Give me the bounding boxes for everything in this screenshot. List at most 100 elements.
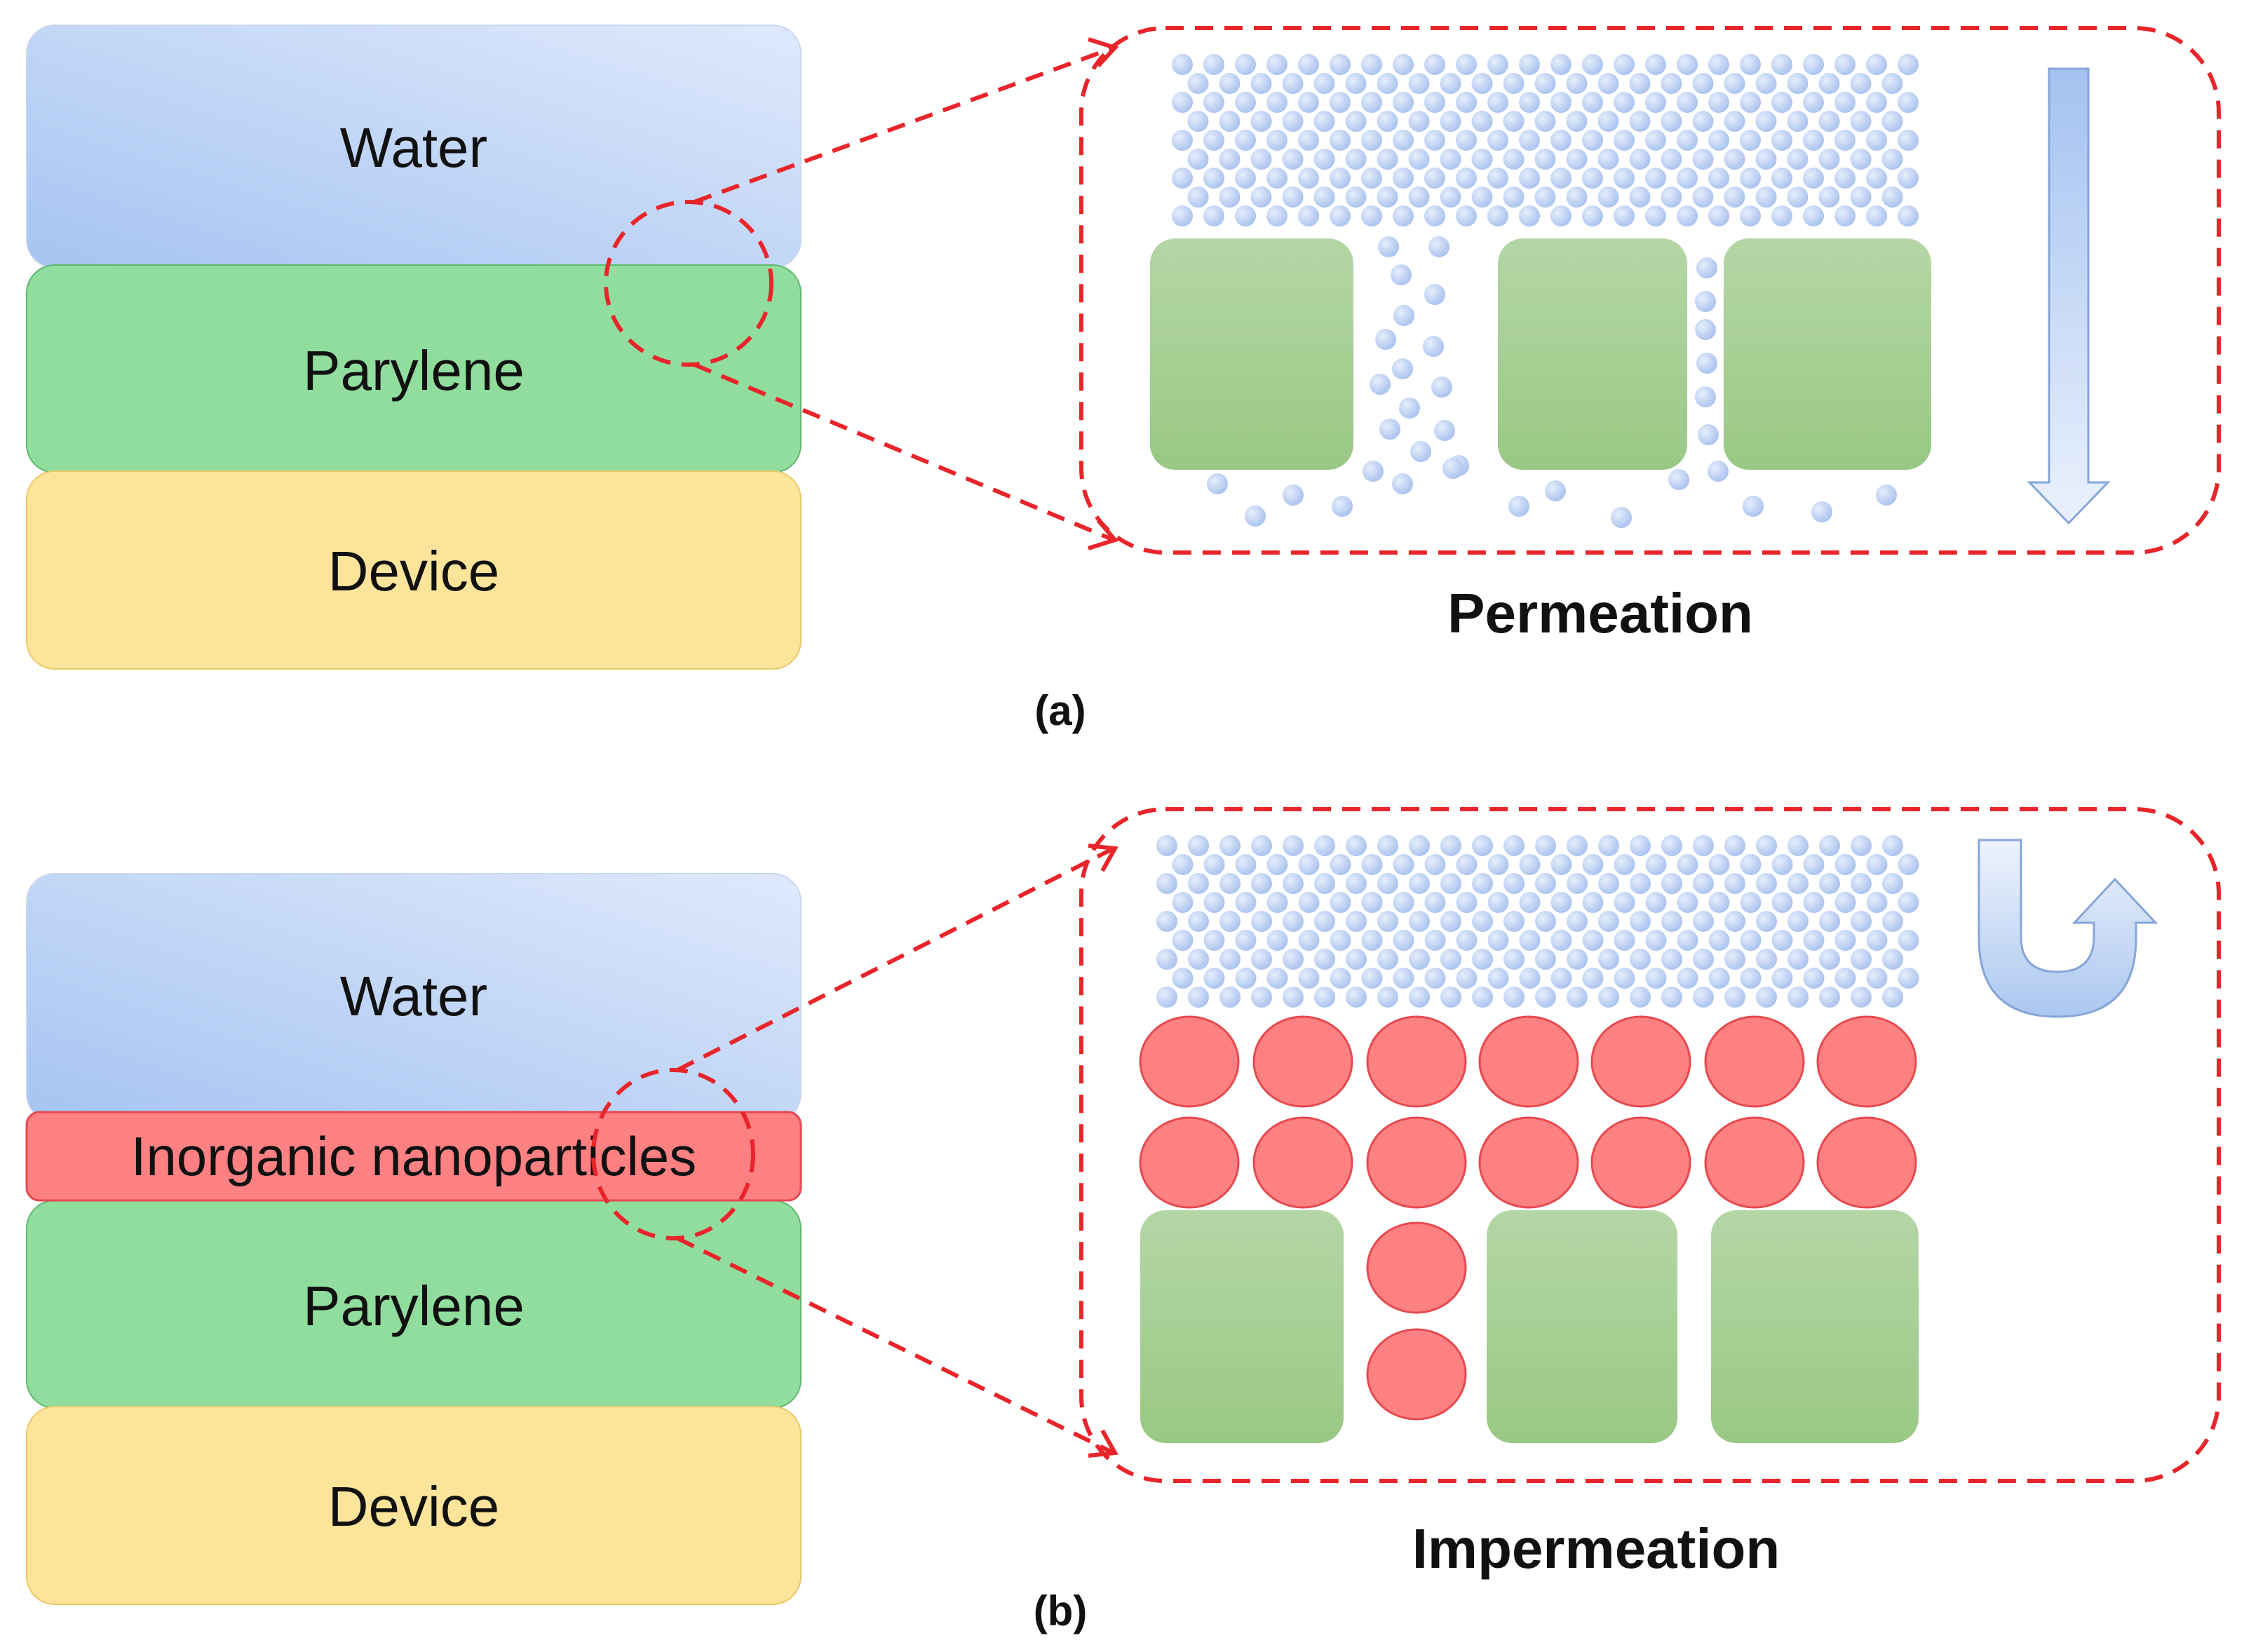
water-molecule — [1330, 92, 1351, 113]
water-molecule — [1410, 441, 1431, 462]
water-molecule — [1818, 149, 1840, 170]
water-molecule — [1708, 54, 1729, 75]
water-molecule — [1661, 73, 1682, 94]
water-molecule — [1456, 130, 1477, 151]
water-molecule — [1313, 187, 1335, 208]
water-molecule — [1377, 911, 1398, 932]
water-molecule — [1645, 130, 1666, 151]
water-molecule — [1787, 987, 1809, 1008]
water-molecule — [1235, 54, 1256, 75]
water-molecule — [1645, 54, 1666, 75]
water-molecule — [1503, 73, 1525, 94]
water-molecule — [1409, 911, 1430, 932]
water-molecule — [1771, 92, 1792, 113]
callout-line-bottom-b — [676, 1236, 1115, 1455]
water-molecule — [1834, 930, 1856, 951]
water-molecule — [1330, 930, 1351, 951]
water-molecule — [1696, 353, 1717, 374]
water-molecule — [1724, 149, 1745, 170]
water-molecule — [1361, 92, 1382, 113]
water-molecule — [1582, 968, 1604, 989]
water-molecule — [1487, 92, 1508, 113]
water-molecule — [1330, 130, 1351, 151]
water-molecule — [1756, 949, 1777, 970]
water-molecule — [1834, 54, 1856, 75]
water-molecule — [1582, 892, 1604, 913]
water-molecule — [1692, 111, 1714, 132]
water-molecule — [1440, 873, 1461, 894]
water-molecule — [1755, 73, 1777, 94]
water-molecule — [1661, 111, 1682, 132]
water-molecule — [1834, 205, 1856, 226]
water-molecule — [1187, 111, 1209, 132]
water-molecule — [1399, 398, 1420, 419]
water-molecule — [1487, 930, 1509, 951]
water-molecule — [1377, 73, 1398, 94]
water-molecule — [1582, 54, 1603, 75]
water-molecule — [1298, 54, 1319, 75]
callout-arrowhead-top-b — [1088, 844, 1118, 872]
water-molecule — [1630, 911, 1651, 932]
water-molecule — [1156, 873, 1177, 894]
water-molecule — [1693, 873, 1714, 894]
water-molecule — [1519, 205, 1540, 226]
water-molecule — [1313, 111, 1335, 132]
water-molecule — [1519, 892, 1541, 913]
water-molecule — [1266, 92, 1287, 113]
water-molecule — [1361, 130, 1382, 151]
water-molecule — [1283, 835, 1304, 856]
water-molecule — [1378, 236, 1399, 257]
water-molecule — [1834, 968, 1856, 989]
callout-arrowhead-top-a — [1088, 37, 1119, 68]
water-molecule — [1440, 949, 1461, 970]
water-molecule — [1881, 111, 1903, 132]
water-molecule — [1472, 987, 1493, 1008]
water-molecule — [1743, 496, 1764, 517]
water-molecule — [1283, 911, 1304, 932]
water-molecule — [1424, 54, 1445, 75]
water-molecule — [1332, 496, 1353, 517]
water-molecule — [1534, 149, 1556, 170]
water-molecule — [1377, 149, 1398, 170]
water-molecule — [1535, 873, 1556, 894]
water-molecule — [1866, 854, 1888, 875]
water-molecule — [1409, 987, 1430, 1008]
water-molecule — [1692, 149, 1714, 170]
water-molecule — [1361, 968, 1383, 989]
water-molecule — [1645, 968, 1667, 989]
water-molecule — [1598, 911, 1619, 932]
water-molecule — [1692, 187, 1714, 208]
water-molecule — [1519, 930, 1541, 951]
water-molecule — [1756, 873, 1777, 894]
water-molecule — [1724, 73, 1745, 94]
water-molecule — [1545, 480, 1566, 501]
water-molecule — [1330, 892, 1351, 913]
water-molecule — [1882, 873, 1903, 894]
water-molecule — [1393, 92, 1414, 113]
water-molecule — [1851, 949, 1872, 970]
callout-b — [591, 807, 2221, 1483]
nanoparticle — [1704, 1015, 1805, 1108]
water-molecule — [1266, 968, 1288, 989]
water-molecule — [1598, 873, 1619, 894]
water-molecule — [1708, 461, 1729, 482]
water-molecule — [1282, 187, 1304, 208]
water-molecule — [1803, 930, 1825, 951]
water-molecule — [1535, 949, 1556, 970]
water-molecule — [1172, 92, 1193, 113]
water-molecule — [1724, 873, 1745, 894]
zoom-frame-b — [1079, 807, 2221, 1483]
water-molecule — [1298, 854, 1320, 875]
panel-tag-b: (b) — [1034, 1587, 1088, 1634]
water-molecule — [1629, 111, 1651, 132]
water-molecule — [1834, 130, 1856, 151]
water-molecule — [1487, 205, 1508, 226]
water-molecule — [1677, 854, 1698, 875]
water-molecule — [1740, 205, 1761, 226]
water-molecule — [1771, 130, 1792, 151]
water-molecule — [1566, 111, 1588, 132]
water-molecule — [1876, 485, 1897, 506]
water-molecule — [1503, 987, 1525, 1008]
water-molecule — [1235, 92, 1256, 113]
